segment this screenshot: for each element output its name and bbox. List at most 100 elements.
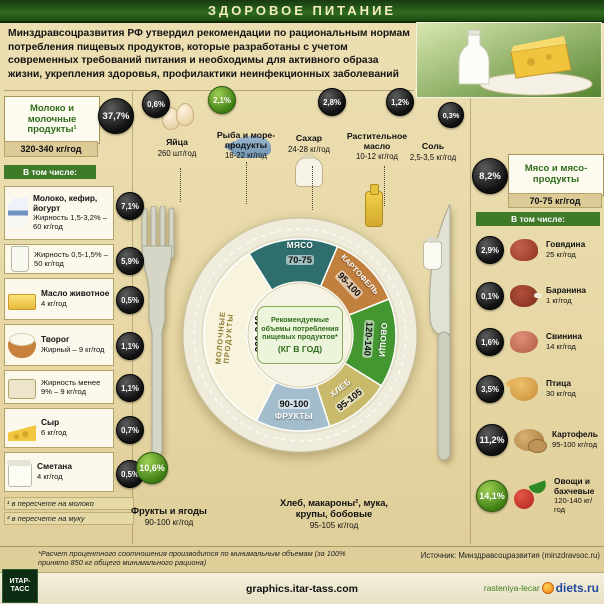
segment-label-meat: МЯСО 70-75 <box>286 241 314 266</box>
percent-badge: 14,1% <box>476 479 508 512</box>
vegetables-icon <box>514 483 546 509</box>
item-name: Птица <box>546 378 571 389</box>
percent-badge: 1,6% <box>476 328 504 356</box>
dairy-illustration <box>416 22 602 98</box>
intro-text: Минздравсоцразвития РФ утвердил рекоменд… <box>8 28 410 80</box>
item-value: 25 кг/год <box>546 249 576 259</box>
connector-line <box>384 166 385 206</box>
item-name: Молоко, кефир, йогурт <box>33 193 98 213</box>
page-title: ЗДОРОВОЕ ПИТАНИЕ <box>207 3 397 18</box>
percent-value: 2,8% <box>323 97 341 107</box>
bottom-strip <box>0 572 604 604</box>
item-name: Сыр <box>41 417 60 428</box>
percent-value: 2,9% <box>481 245 499 255</box>
percent-value: 37,7% <box>102 110 130 122</box>
bottom-item-bread: Хлеб, макароны², мука, крупы, бобовые 95… <box>276 497 392 529</box>
item-value: 18-22 кг/год <box>225 151 267 161</box>
item-value: 90-100 кг/год <box>144 517 194 527</box>
connector-line <box>312 166 313 210</box>
top-item-salt: Соль 2,5-3,5 кг/год <box>402 141 464 162</box>
percent-badge: 1,1% <box>116 332 144 360</box>
percent-badge: 1,2% <box>386 88 414 116</box>
percent-badge: 2,8% <box>318 88 346 116</box>
top-item-eggs: Яйца 260 шт/год <box>146 137 208 158</box>
salt-icon <box>423 237 442 270</box>
percent-value: 1,1% <box>121 341 139 351</box>
item-name: Соль <box>421 141 445 151</box>
percent-value: 3,5% <box>481 384 499 394</box>
item-detail: 6 кг/год <box>41 427 67 437</box>
page-header: ЗДОРОВОЕ ПИТАНИЕ <box>0 0 604 23</box>
milk-carton-icon <box>8 198 28 228</box>
knife-icon <box>429 204 451 461</box>
watermark-logo-icon <box>541 582 554 594</box>
list-item-cheese: Сыр 6 кг/год <box>4 408 114 448</box>
segment-label-fruit: 90-100 ФРУКТЫ <box>274 399 314 421</box>
sugar-icon <box>295 153 323 187</box>
item-name: Рыба и море-продукты <box>216 130 276 150</box>
item-name: Хлеб, макароны², мука, крупы, бобовые <box>279 497 389 519</box>
connector-line <box>180 168 181 202</box>
watermark: rasteniya-lecar diets.ru <box>484 581 599 595</box>
item-detail: Жирный – 9 кг/год <box>41 344 105 354</box>
list-item-butter: Масло животное 4 кг/год <box>4 278 114 320</box>
percent-value: 0,6% <box>147 99 165 109</box>
item-name: Сметана <box>37 461 72 472</box>
item-value: 2,5-3,5 кг/год <box>409 152 457 162</box>
percent-value: 2,1% <box>213 95 231 105</box>
item-name: Яйца <box>166 137 188 147</box>
list-item-vegetables: 14,1% Овощи и бахчевые 120-140 кг/год <box>476 476 602 516</box>
percent-badge: 0,1% <box>476 282 504 310</box>
column-divider <box>470 92 471 544</box>
percent-badge: 5,9% <box>116 247 144 275</box>
milk-subheader: В том числе: <box>4 165 96 179</box>
percent-value: 1,1% <box>121 383 139 393</box>
item-value: 260 шт/год <box>157 148 197 158</box>
divider <box>4 90 414 91</box>
percent-value: 10,6% <box>139 463 165 473</box>
percent-badge: 7,1% <box>116 192 144 220</box>
sour-cream-icon <box>7 459 32 487</box>
item-detail: Жирность 0,5-1,5% – 50 кг/год <box>34 249 108 268</box>
item-value: 24-28 кг/год <box>288 144 330 154</box>
percent-badge: 37,7% <box>98 98 134 134</box>
pork-icon <box>510 331 538 353</box>
percent-badge: 11,2% <box>476 424 508 456</box>
divider <box>0 546 604 547</box>
chart-center-label: Рекомендуемые объемы потребления пищевых… <box>257 306 343 364</box>
source-line: Источник: Минздравсоцразвития (minzdravs… <box>420 551 600 560</box>
oil-bottle-icon <box>365 184 383 227</box>
meat-panel-value: 70-75 кг/год <box>508 193 602 208</box>
percent-badge: 0,5% <box>116 286 144 314</box>
percent-badge: 8,2% <box>472 158 508 194</box>
list-item-potato: 11,2% Картофель 95-100 кг/год <box>476 424 602 456</box>
list-item-pork: 1,6% Свинина 14 кг/год <box>476 328 602 356</box>
item-detail: Жирность менее 9% – 9 кг/год <box>41 377 101 396</box>
percent-value: 7,1% <box>121 201 139 211</box>
item-name: Сахар <box>295 133 323 143</box>
connector-line <box>246 162 247 204</box>
percent-badge: 0,7% <box>116 416 144 444</box>
calculation-footnote: *Расчет процентного соотношения производ… <box>38 549 346 568</box>
list-item-tvorog-low: Жирность менее 9% – 9 кг/год <box>4 370 114 404</box>
itar-tass-logo: ИТАР-ТАСС <box>2 569 38 603</box>
item-name: Творог <box>41 334 70 345</box>
list-item-lamb: 0,1% Баранина 1 кг/год <box>476 282 602 310</box>
percent-value: 11,2% <box>479 435 505 445</box>
meat-panel-title: Мясо и мясо-продукты <box>508 154 604 196</box>
watermark-right-text: diets.ru <box>555 581 599 595</box>
percent-badge: 10,6% <box>136 452 168 484</box>
potato-icon <box>514 429 547 453</box>
item-value: 30 кг/год <box>546 388 576 398</box>
lamb-icon <box>510 285 542 307</box>
item-name: Картофель <box>552 429 598 440</box>
poultry-icon <box>510 377 538 401</box>
item-name: Масло животное <box>41 288 110 299</box>
column-divider <box>132 92 133 544</box>
item-name: Баранина <box>546 285 586 296</box>
percent-badge: 3,5% <box>476 375 504 403</box>
list-item-poultry: 3,5% Птица 30 кг/год <box>476 374 602 404</box>
item-detail: Жирность 1,5-3,2% – 60 кг/год <box>33 213 107 232</box>
item-detail: 4 кг/год <box>37 471 63 481</box>
